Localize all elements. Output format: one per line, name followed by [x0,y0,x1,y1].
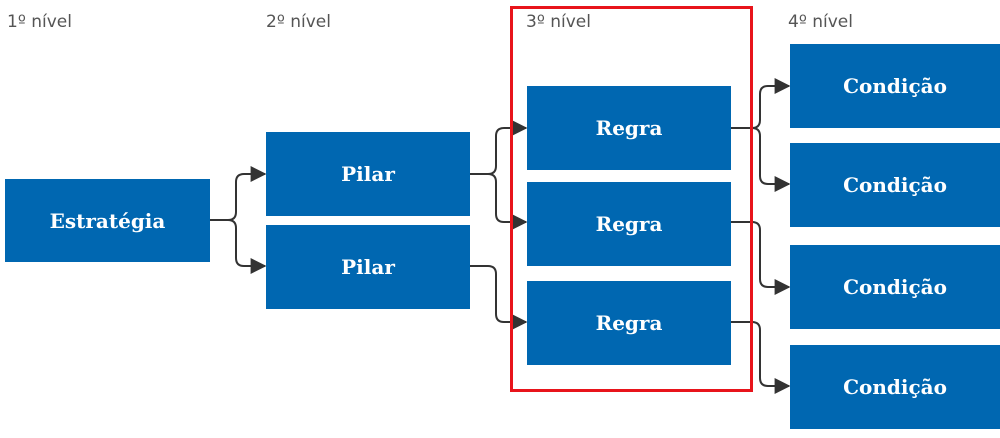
node-regra-3: Regra [527,281,731,365]
level-3-header: 3º nível [526,12,591,32]
node-condicao-3: Condição [790,245,1000,329]
node-regra-2: Regra [527,182,731,266]
level-1-header: 1º nível [7,12,72,32]
connector-l3b-l4c [731,221,791,295]
node-label: Condição [843,275,947,299]
node-condicao-1: Condição [790,44,1000,128]
node-label: Estratégia [49,208,166,233]
node-label: Condição [843,173,947,197]
node-label: Pilar [341,255,395,279]
connector-l3a-l4b [731,127,791,192]
connector-l2a-l3b [470,173,528,230]
connector-l3c-l4d [731,321,791,394]
node-label: Regra [595,212,663,236]
level-3-highlight-frame [510,6,753,392]
node-label: Regra [595,311,663,335]
connector-l2b-l3c [470,265,528,330]
node-label: Condição [843,74,947,98]
node-label: Regra [595,116,663,140]
node-regra-1: Regra [527,86,731,170]
node-pilar-2: Pilar [266,225,470,309]
node-label: Condição [843,375,947,399]
node-pilar-1: Pilar [266,132,470,216]
node-label: Pilar [341,162,395,186]
connector-l1-l2b [210,219,267,274]
node-condicao-2: Condição [790,143,1000,227]
node-estrategia: Estratégia [5,179,210,262]
connector-l1-l2a [210,166,267,221]
level-4-header: 4º nível [788,12,853,32]
level-2-header: 2º nível [266,12,331,32]
node-condicao-4: Condição [790,345,1000,429]
